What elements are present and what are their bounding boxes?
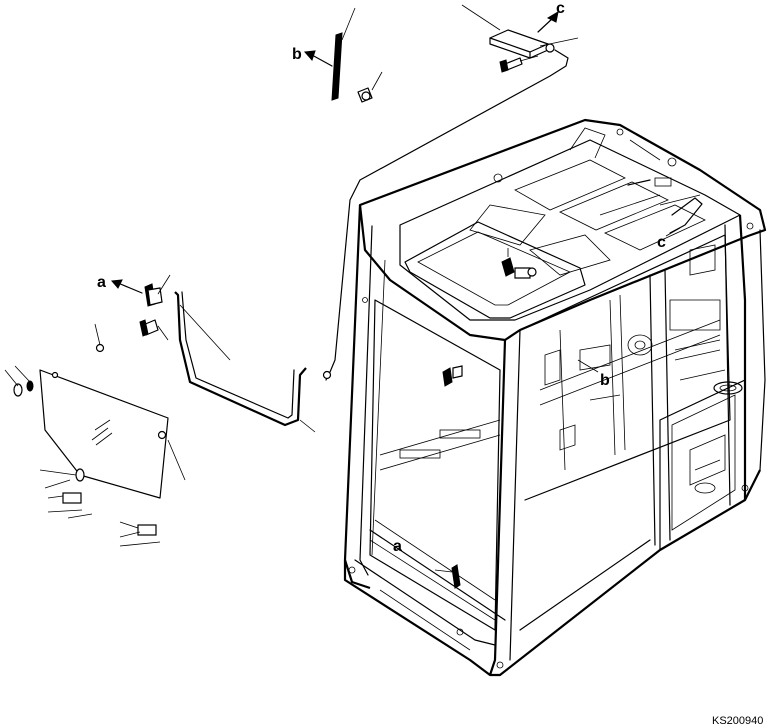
roof-window-inner xyxy=(417,231,571,306)
roof-panels xyxy=(469,127,706,276)
cab-front-right-pillar xyxy=(488,339,507,676)
cab-clip-a xyxy=(434,564,461,589)
callout-arrows xyxy=(110,10,681,373)
cab-roof-outline xyxy=(358,118,767,342)
roof-bracket xyxy=(501,248,537,279)
rear-lower-panel xyxy=(659,379,746,551)
callout-b-cab: b xyxy=(600,372,610,389)
antenna-unit xyxy=(461,4,579,73)
seal-parts-left xyxy=(4,365,161,547)
roof-window xyxy=(404,221,586,319)
side-window-frame xyxy=(519,234,731,501)
cab-left-front-pillar xyxy=(343,204,371,590)
front-lower-window xyxy=(369,299,501,631)
cab-roof-inner xyxy=(399,139,741,321)
antenna-rod xyxy=(331,7,383,103)
window-rail xyxy=(174,291,316,433)
window-panel xyxy=(39,323,186,499)
frame-bolt-holes xyxy=(348,222,754,669)
callout-a-cab: a xyxy=(393,538,402,555)
callout-c-top: c xyxy=(556,0,565,17)
drawing-code: KS200940 xyxy=(712,715,763,727)
callout-a-left: a xyxy=(97,274,106,291)
callout-b-top: b xyxy=(292,46,302,63)
callout-c-cab: c xyxy=(657,234,666,251)
cab-interior-structure xyxy=(544,244,726,451)
cab-rear-right-pillar xyxy=(738,214,747,500)
roof-bracket-c xyxy=(627,177,703,234)
cab-bottom-frame xyxy=(343,469,761,677)
cab-assembly xyxy=(343,118,767,677)
antenna-cable xyxy=(322,49,569,381)
bracket-a-part xyxy=(139,274,171,341)
front-window-bracket xyxy=(442,365,463,387)
